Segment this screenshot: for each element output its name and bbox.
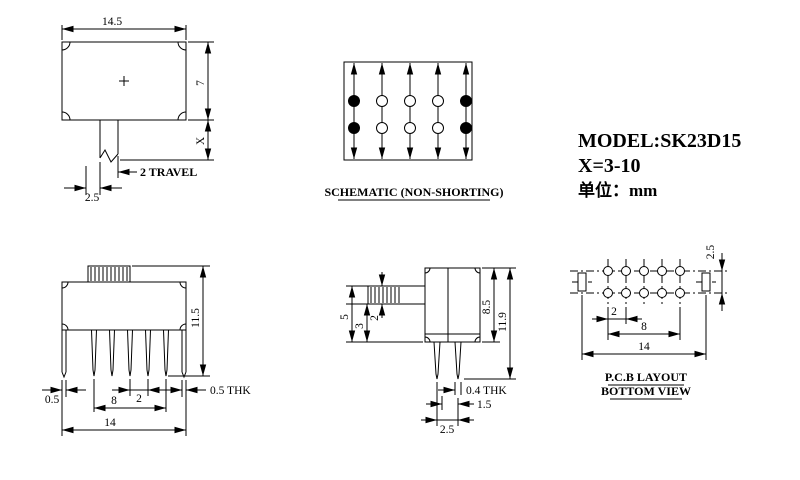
schematic-caption: SCHEMATIC (NON-SHORTING) <box>324 185 503 199</box>
x-range: X=3-10 <box>578 155 641 177</box>
dim-side-pin-gap: 1.5 <box>477 399 492 411</box>
dim-top-shaft-x: X <box>195 136 207 145</box>
dim-front-pin-pitch: 2 <box>136 393 142 405</box>
schematic-pole-lines <box>350 63 470 159</box>
front-view-dimensions: 11.5 2 8 14 0.5 0.5 THK <box>42 265 251 436</box>
dim-pcb-row-pitch: 2.5 <box>705 245 717 260</box>
pcb-dimensions: 2.5 2 8 14 <box>581 245 726 360</box>
pcb-caption-line2: BOTTOM VIEW <box>601 384 691 398</box>
dim-side-body-height: 8.5 <box>481 300 493 315</box>
dim-top-travel: 2 TRAVEL <box>140 165 197 179</box>
dim-side-knob-c: 2 <box>369 315 381 321</box>
side-view-body <box>424 267 481 343</box>
dim-side-total-height: 11.9 <box>497 312 509 332</box>
unit-label: 单位：mm <box>578 180 657 200</box>
pcb-caption: P.C.B LAYOUT BOTTOM VIEW <box>601 370 691 400</box>
dim-side-knob-b: 3 <box>354 323 366 329</box>
dim-top-height: 7 <box>195 80 207 86</box>
pcb-holes <box>603 266 685 298</box>
front-view-knob <box>87 265 131 283</box>
dim-pcb-hole-span: 8 <box>641 321 647 333</box>
side-view-dimensions: 5 3 2 8.5 11.9 0.4 THK 1.5 <box>339 267 516 436</box>
pcb-slots <box>577 272 711 292</box>
front-view: 11.5 2 8 14 0.5 0.5 THK <box>42 265 251 436</box>
top-view-dimensions: 14.5 7 X 2 TRAVEL 2.5 <box>61 16 214 204</box>
front-view-mount-legs <box>61 330 187 379</box>
top-view-stem <box>99 120 119 163</box>
side-view-pins <box>433 341 462 380</box>
dim-side-pin-thk: 0.4 THK <box>466 385 507 397</box>
dim-front-pin-span: 8 <box>111 395 117 407</box>
dim-front-leg: 0.5 <box>45 394 60 406</box>
dim-side-pin-pitch: 2.5 <box>440 424 455 436</box>
front-view-body <box>61 281 187 331</box>
dim-front-width: 14 <box>104 417 116 429</box>
pcb-caption-line1: P.C.B LAYOUT <box>605 370 687 384</box>
dim-side-knob-a: 5 <box>339 314 351 320</box>
top-view-body <box>61 41 187 121</box>
side-view-knob <box>367 285 425 305</box>
top-view: 14.5 7 X 2 TRAVEL 2.5 <box>61 16 214 204</box>
dim-top-offset: 2.5 <box>85 192 100 204</box>
title-block: MODEL:SK23D15 X=3-10 单位：mm <box>578 130 741 200</box>
dim-top-width: 14.5 <box>102 16 122 28</box>
side-view: 5 3 2 8.5 11.9 0.4 THK 1.5 <box>339 267 516 436</box>
dim-pcb-slot-span: 14 <box>638 341 650 353</box>
schematic-contacts <box>348 95 472 134</box>
dim-pcb-hole-pitch: 2 <box>611 306 617 318</box>
model-number: MODEL:SK23D15 <box>578 130 741 152</box>
dim-front-total-height: 11.5 <box>190 308 202 328</box>
dim-front-leg-thk: 0.5 THK <box>210 385 251 397</box>
schematic-frame <box>343 61 473 161</box>
pcb-view: 2.5 2 8 14 P.C.B LAYOUT BOTTOM VIEW <box>570 245 727 400</box>
schematic-view: SCHEMATIC (NON-SHORTING) <box>324 61 504 201</box>
front-view-pins <box>90 329 170 377</box>
